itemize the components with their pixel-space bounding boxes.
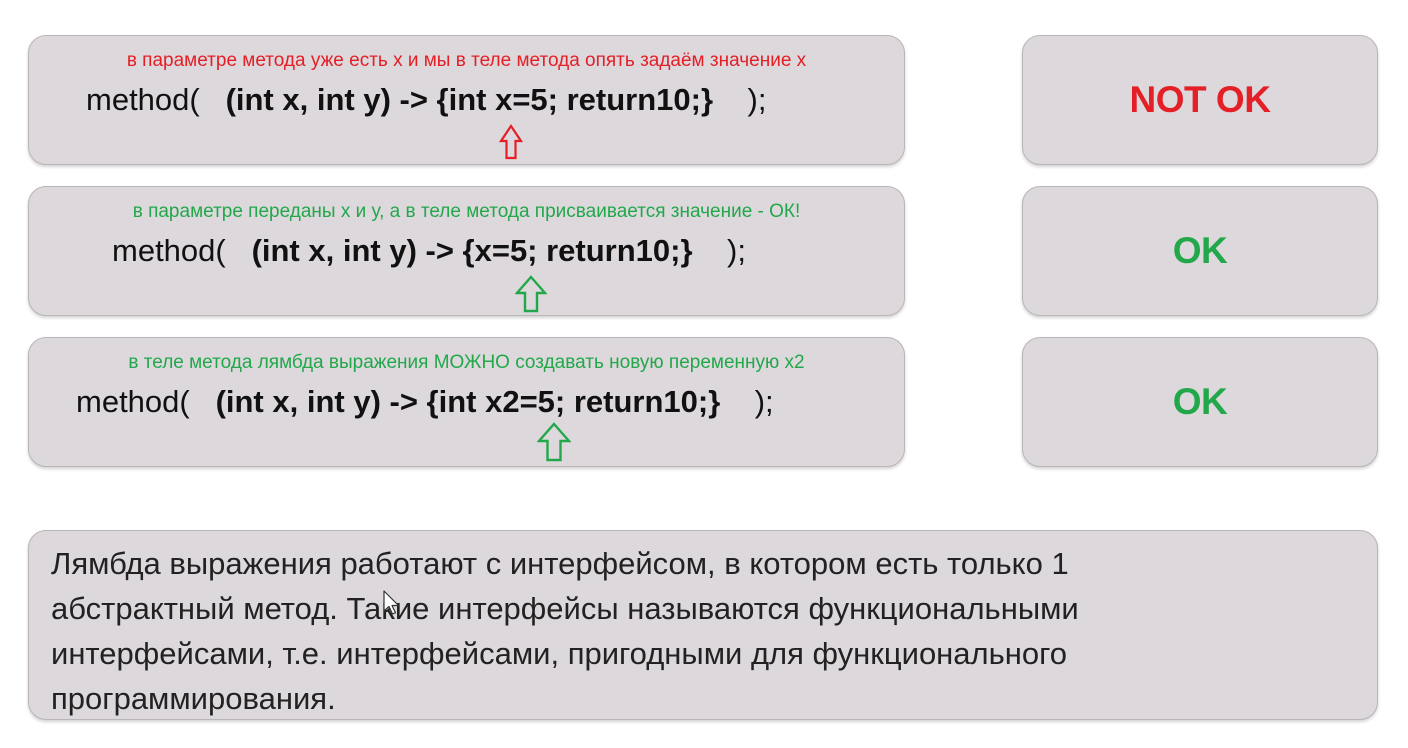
code-line-1: method( (int x, int y) -> {int x=5; retu… (86, 82, 766, 118)
mouse-pointer-icon (383, 590, 400, 615)
status-label-3: OK (1172, 381, 1228, 422)
status-label-1: NOT OK (1129, 79, 1271, 120)
up-arrow-outline-icon (537, 422, 571, 462)
code-suffix-3: ); (720, 384, 774, 419)
code-lambda-1: (int x, int y) -> {int x=5; return10;} (225, 82, 714, 117)
code-prefix-1: method( (86, 82, 226, 117)
status-box-3: OK (1022, 337, 1378, 467)
status-box-2: OK (1022, 186, 1378, 316)
code-suffix-2: ); (692, 233, 746, 268)
status-label-2: OK (1172, 230, 1228, 271)
code-lambda-2: (int x, int y) -> {x=5; return10;} (251, 233, 693, 268)
note-text-1: в параметре метода уже есть х и мы в тел… (126, 50, 807, 71)
up-arrow-outline-icon (515, 275, 547, 313)
code-line-2: method( (int x, int y) -> {x=5; return10… (112, 233, 746, 269)
code-prefix-3: method( (76, 384, 216, 419)
code-example-box-1: в параметре метода уже есть х и мы в тел… (28, 35, 905, 165)
note-text-3: в теле метода лямбда выражения МОЖНО соз… (128, 352, 805, 373)
code-line-3: method( (int x, int y) -> {int x2=5; ret… (76, 384, 774, 420)
code-example-box-2: в параметре переданы х и у, а в теле мет… (28, 186, 905, 316)
summary-text: Лямбда выражения работают с интерфейсом,… (51, 546, 1079, 716)
code-suffix-1: ); (713, 82, 767, 117)
note-text-2: в параметре переданы х и у, а в теле мет… (132, 201, 801, 222)
up-arrow-outline-icon (499, 124, 523, 160)
code-prefix-2: method( (112, 233, 252, 268)
code-lambda-3: (int x, int y) -> {int x2=5; return10;} (215, 384, 721, 419)
code-example-box-3: в теле метода лямбда выражения МОЖНО соз… (28, 337, 905, 467)
status-box-1: NOT OK (1022, 35, 1378, 165)
summary-box: Лямбда выражения работают с интерфейсом,… (28, 530, 1378, 720)
